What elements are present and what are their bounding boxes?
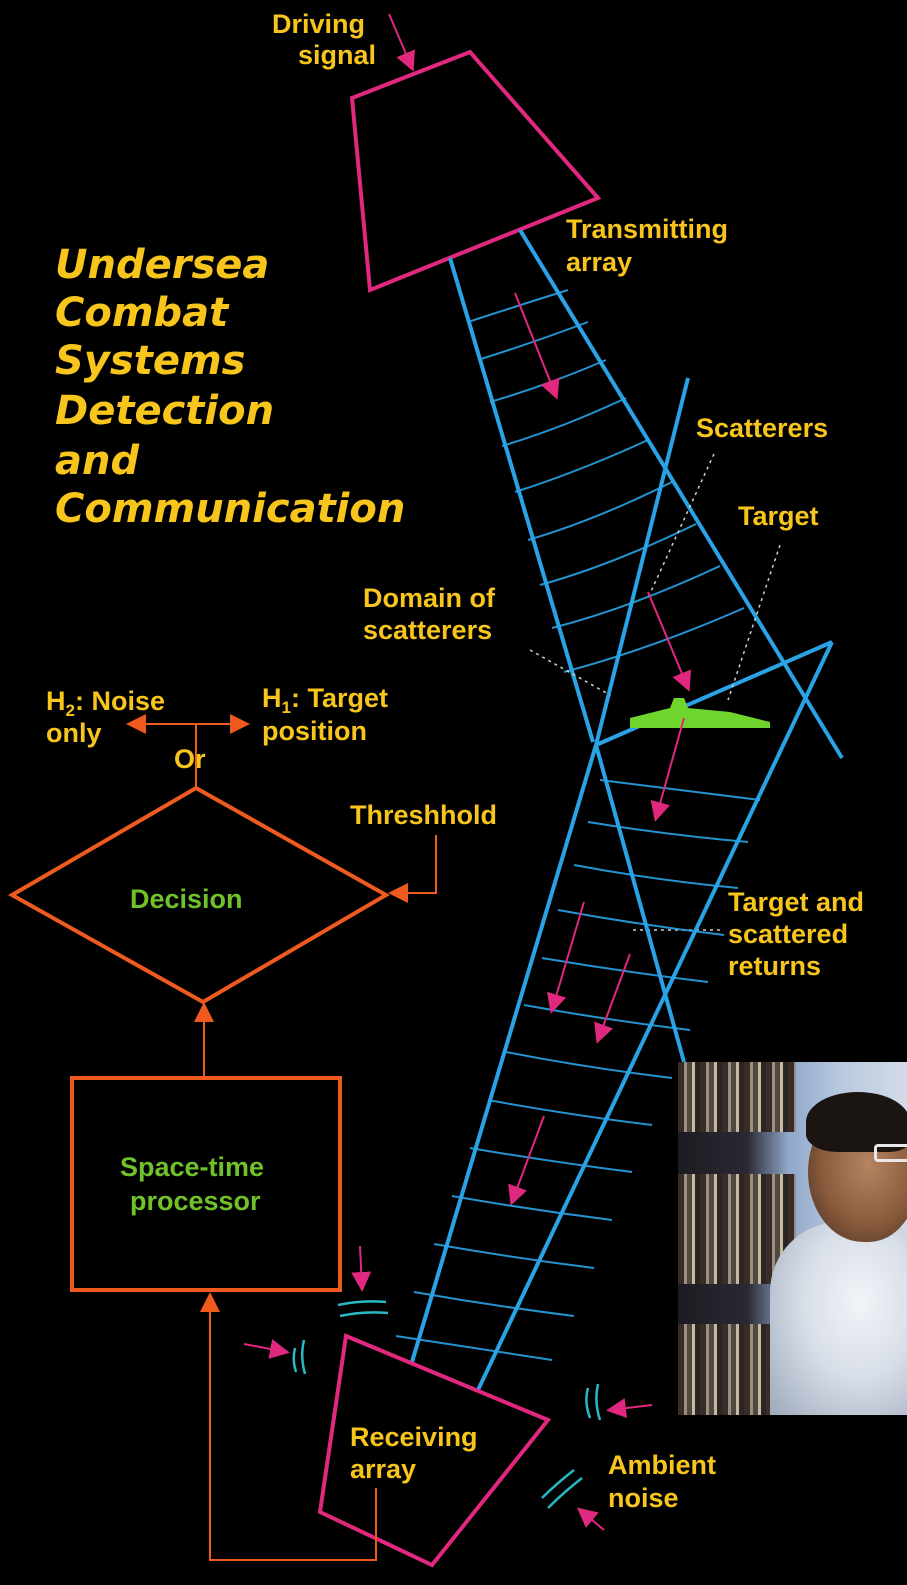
space-time-processor-label: Space-time processor xyxy=(120,1152,272,1216)
h1-label: H1: Target position xyxy=(262,683,396,746)
scatterers-label: Scatterers xyxy=(696,413,828,443)
transmitting-array-shape xyxy=(349,49,602,293)
incident-arrow xyxy=(514,292,560,400)
domain-of-scatterers-label: Domain of scatterers xyxy=(363,583,503,645)
outgoing-wavefronts xyxy=(467,289,745,673)
title-line: and xyxy=(55,438,139,484)
researcher-photo xyxy=(678,1062,907,1415)
return-wavefronts xyxy=(395,779,761,1361)
transmitting-array-label: Transmitting array xyxy=(566,214,736,277)
title-line: Combat xyxy=(55,290,230,336)
diagram-title: Undersea Combat Systems Detection and Co… xyxy=(55,242,405,532)
title-line: Communication xyxy=(55,486,405,532)
receiving-array-shape xyxy=(317,1333,552,1568)
decision-label: Decision xyxy=(130,884,243,914)
title-line: Undersea xyxy=(55,242,269,288)
flow-arrows xyxy=(126,714,437,1561)
target-label: Target xyxy=(738,501,819,531)
target-and-scattered-returns-label: Target and scattered returns xyxy=(728,887,872,981)
receiving-array-label: Receiving array xyxy=(350,1422,485,1484)
noise-arrows xyxy=(243,1245,653,1531)
submarine-icon xyxy=(630,698,770,728)
return-beam xyxy=(410,641,834,1391)
ambient-noise-marks xyxy=(292,1300,602,1509)
ambient-noise-label: Ambient noise xyxy=(608,1450,724,1513)
space-time-processor-box xyxy=(70,1076,342,1292)
title-line: Detection xyxy=(55,388,274,434)
outgoing-beam xyxy=(448,228,844,760)
driving-signal-arrow xyxy=(388,13,415,72)
return-arrows xyxy=(508,717,685,1206)
h2-label: H2: Noise only xyxy=(46,686,173,748)
leader-lines xyxy=(529,453,781,931)
or-label: Or xyxy=(174,744,206,774)
title-line: Systems xyxy=(55,338,245,384)
target-arrow xyxy=(647,591,692,692)
threshhold-label: Threshhold xyxy=(350,800,497,830)
driving-signal-label: Driving signal xyxy=(272,9,376,70)
